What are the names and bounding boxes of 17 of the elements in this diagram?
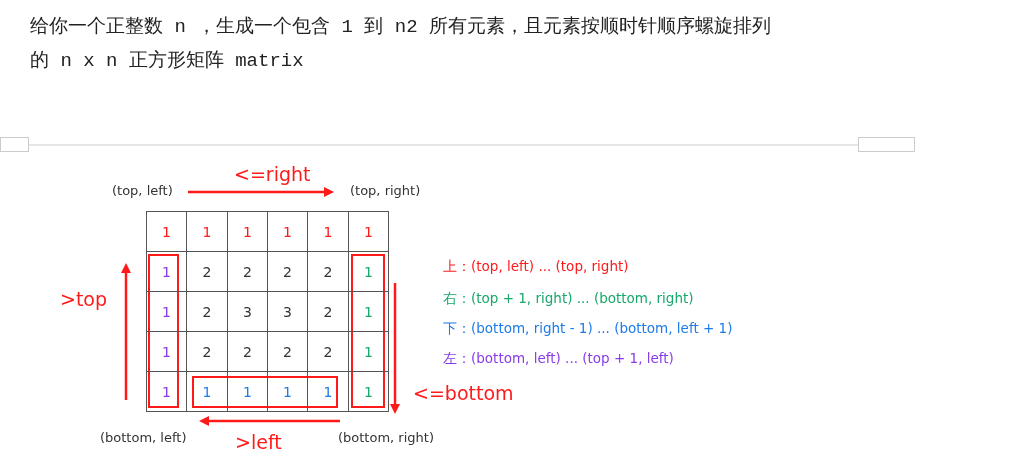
direction-label: <=right xyxy=(234,163,311,185)
corner-label: (top, left) xyxy=(112,183,173,198)
corner-label: (bottom, right) xyxy=(338,430,434,445)
direction-label: >left xyxy=(235,431,282,453)
matrix-cell: 1 xyxy=(146,211,187,252)
matrix-cell: 1 xyxy=(348,371,389,412)
boundary-rule: 下：(bottom, right - 1) ... (bottom, left + 1) xyxy=(443,320,733,338)
matrix-cell: 1 xyxy=(146,371,187,412)
matrix-cell: 1 xyxy=(348,211,389,252)
direction-label: <=bottom xyxy=(413,382,514,404)
boundary-rule: 右：(top + 1, right) ... (bottom, right) xyxy=(443,290,694,308)
direction-label: >top xyxy=(60,288,108,310)
problem-statement: 给你一个正整数 n ，生成一个包含 1 到 n2 所有元素，且元素按顺时针顺序螺旋排列的 n x n 正方形矩阵 matrix xyxy=(30,15,773,74)
boundary-rule: 上：(top, left) ... (top, right) xyxy=(443,258,629,276)
corner-label: (bottom, left) xyxy=(100,430,187,445)
corner-label: (top, right) xyxy=(350,183,421,198)
boundary-rule: 左：(bottom, left) ... (top + 1, left) xyxy=(443,350,674,368)
